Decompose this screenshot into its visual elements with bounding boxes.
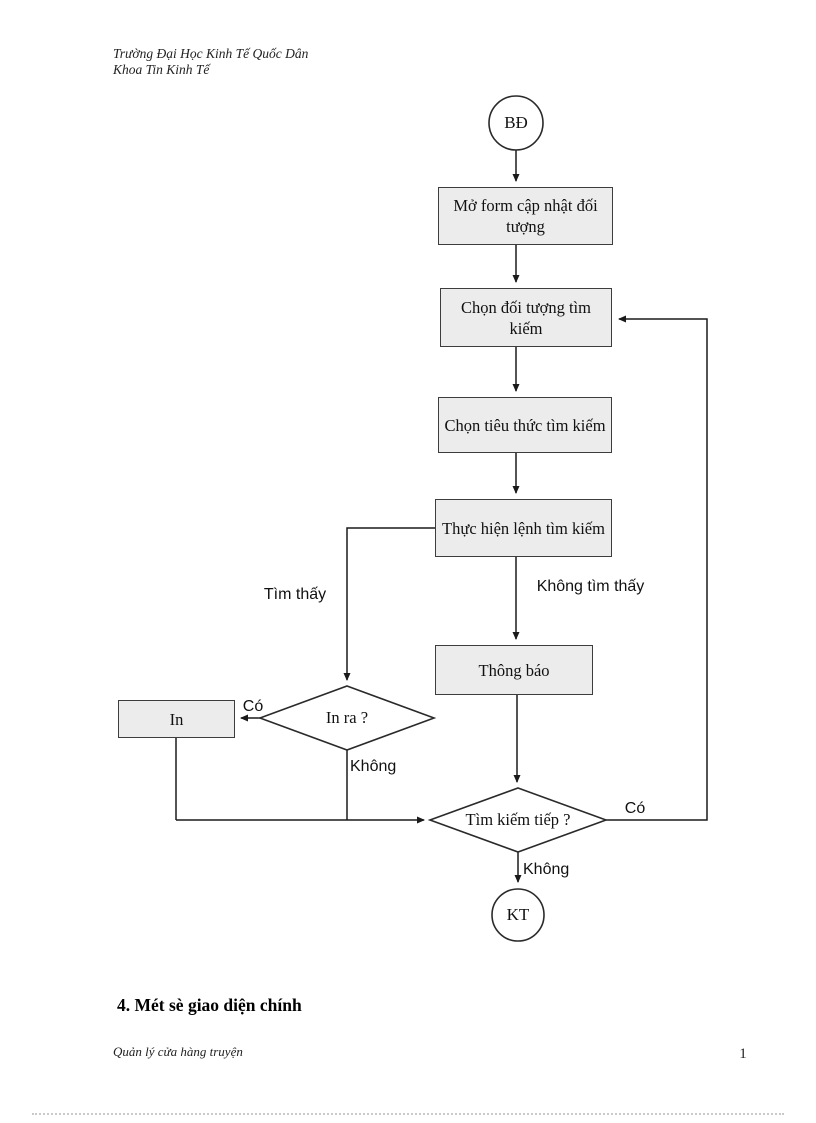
footer-dotted-rule bbox=[32, 1113, 784, 1115]
end-terminator-label: KT bbox=[506, 905, 530, 924]
process-choose-object: Chọn đối tượng tìm kiếm bbox=[440, 288, 612, 347]
footer-title: Quản lý cửa hàng truyện bbox=[113, 1044, 243, 1059]
edge-label-print-no: Không bbox=[350, 758, 397, 775]
process-open-form: Mở form cập nhật đối tượng bbox=[438, 187, 613, 245]
printq-decision-shape bbox=[257, 685, 437, 751]
footer-page-number: 1 bbox=[739, 1046, 747, 1062]
section-heading: 4. Mét sè giao diện chính bbox=[117, 995, 302, 1015]
header-line1: Trường Đại Học Kinh Tế Quốc Dân bbox=[113, 46, 309, 61]
process-notify: Thông báo bbox=[435, 645, 593, 695]
start-terminator-label: BĐ bbox=[504, 113, 528, 132]
edge-execute-found-to-printq bbox=[343, 527, 435, 681]
edge-label-found: Tìm thấy bbox=[263, 586, 327, 603]
page-header: Trường Đại Học Kinh Tế Quốc Dân Khoa Tin… bbox=[113, 46, 473, 78]
process-choose-criteria: Chọn tiêu thức tìm kiếm bbox=[438, 397, 612, 453]
header-line2: Khoa Tin Kinh Tế bbox=[113, 62, 210, 77]
edge-label-print-yes: Có bbox=[242, 698, 264, 715]
continueq-decision-shape bbox=[427, 787, 609, 853]
process-print: In bbox=[118, 700, 235, 738]
printq-decision-label: In ra ? bbox=[325, 708, 369, 727]
process-execute-search: Thực hiện lệnh tìm kiếm bbox=[435, 499, 612, 557]
continueq-decision-label: Tìm kiếm tiếp ? bbox=[465, 810, 571, 829]
edge-continueq-yes-feedback bbox=[606, 315, 708, 821]
edge-label-continue-yes: Có bbox=[624, 800, 646, 817]
start-terminator-shape bbox=[488, 95, 544, 151]
end-terminator-shape bbox=[491, 888, 545, 942]
edge-label-continue-no: Không bbox=[523, 861, 570, 878]
edge-label-not-found: Không tìm thấy bbox=[536, 578, 645, 595]
